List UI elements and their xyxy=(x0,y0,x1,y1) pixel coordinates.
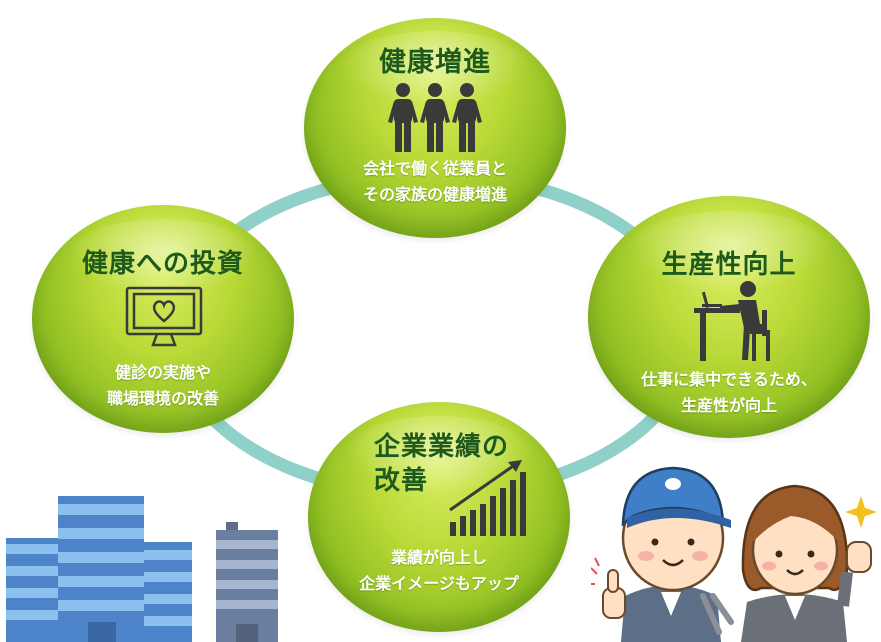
building-illustration xyxy=(6,496,278,642)
node-desc-line2: 生産性が向上 xyxy=(680,396,777,415)
node-title-line2: 改善 xyxy=(374,466,429,496)
node-health-promotion: 健康増進 会社で働く従業員と その家族の健康増進 xyxy=(304,18,566,238)
node-title: 健康への投資 xyxy=(81,249,244,279)
node-shine xyxy=(627,210,831,293)
node-shine xyxy=(344,415,534,494)
node-desc-line1: 仕事に集中できるため、 xyxy=(641,370,817,389)
desk-worker-icon xyxy=(694,281,770,361)
growth-bar-chart-icon xyxy=(449,460,526,536)
node-title: 生産性向上 xyxy=(661,250,797,280)
node-productivity: 生産性向上 仕事に集中できるため、 生産性が向上 xyxy=(588,196,870,438)
female-worker xyxy=(741,484,877,642)
node-desc-line1: 健診の実施や xyxy=(114,363,211,382)
node-shine xyxy=(68,218,258,297)
node-title: 健康増進 xyxy=(379,47,491,78)
node-health-investment: 健康への投資 健診の実施や 職場環境の改善 xyxy=(32,205,294,433)
node-desc-line1: 業績が向上し xyxy=(390,548,487,567)
node-desc-line1: 会社で働く従業員と xyxy=(362,159,507,178)
monitor-heart-icon xyxy=(125,286,203,347)
people-icon xyxy=(388,83,482,152)
node-title-line1: 企業業績の xyxy=(374,432,510,462)
node-desc-line2: 企業イメージもアップ xyxy=(359,574,519,593)
node-performance: 企業業績の 改善 業績が向上し 企業イメージもアップ xyxy=(308,402,570,632)
node-desc-line2: その家族の健康増進 xyxy=(362,185,507,204)
workers-illustration xyxy=(591,466,877,642)
node-desc-line2: 職場環境の改善 xyxy=(106,389,219,408)
male-worker xyxy=(591,466,734,642)
